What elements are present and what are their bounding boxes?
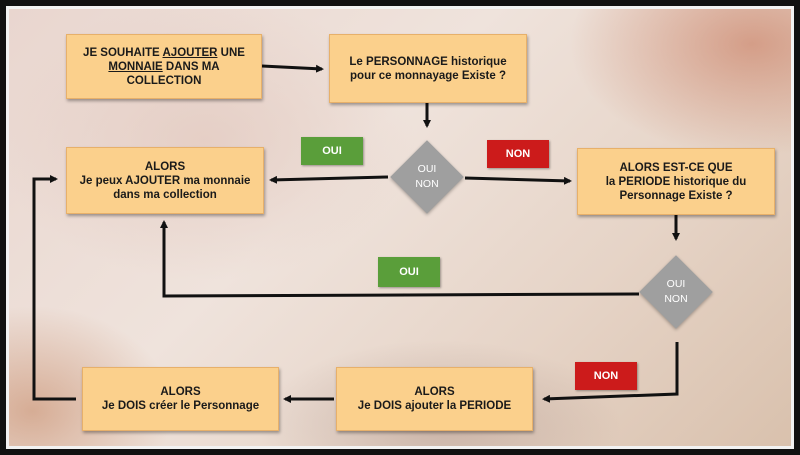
create-character-box: ALORS Je DOIS créer le Personnage bbox=[82, 367, 279, 431]
result-add-line1: ALORS bbox=[144, 160, 186, 173]
result-add-line3: dans ma collection bbox=[113, 188, 217, 201]
arrow-character-to-result bbox=[32, 175, 76, 401]
add-period-line1: ALORS bbox=[414, 386, 455, 398]
question-character-line2: pour ce monnayage Existe ? bbox=[350, 69, 506, 82]
start-box: JE SOUHAITE AJOUTER UNE MONNAIE DANS MA … bbox=[66, 34, 262, 99]
arrow-start-to-q1 bbox=[261, 64, 324, 73]
result-add-coin-box: ALORS Je peux AJOUTER ma monnaie dans ma… bbox=[66, 147, 264, 214]
tag-non-decision2: NON bbox=[575, 362, 637, 390]
decision-2-label: OUI NON bbox=[646, 272, 706, 312]
arrow-decision2-no bbox=[542, 342, 679, 403]
question-period-box: ALORS EST-CE QUE la PERIODE historique d… bbox=[577, 148, 775, 215]
question-character-box: Le PERSONNAGE historique pour ce monnaya… bbox=[329, 34, 527, 103]
question-period-line1: ALORS EST-CE QUE bbox=[619, 161, 733, 174]
question-period-line3: Personnage Existe ? bbox=[619, 189, 733, 202]
tag-oui-decision2: OUI bbox=[378, 257, 440, 287]
add-period-box: ALORS Je DOIS ajouter la PERIODE bbox=[336, 367, 533, 431]
start-box-line1: JE SOUHAITE AJOUTER UNE bbox=[83, 46, 245, 59]
create-character-line2: Je DOIS créer le Personnage bbox=[101, 400, 260, 412]
diagram-frame: JE SOUHAITE AJOUTER UNE MONNAIE DANS MA … bbox=[6, 6, 794, 449]
tag-oui-decision1: OUI bbox=[301, 137, 363, 165]
add-period-line2: Je DOIS ajouter la PERIODE bbox=[357, 400, 512, 412]
tag-non-decision1: NON bbox=[487, 140, 549, 168]
decision-1-no: NON bbox=[415, 178, 439, 190]
question-character-line1: Le PERSONNAGE historique bbox=[349, 55, 507, 68]
decision-1-label: OUI NON bbox=[397, 157, 457, 197]
arrow-decision2-yes bbox=[160, 220, 640, 298]
create-character-line1: ALORS bbox=[160, 386, 201, 398]
start-box-line3: COLLECTION bbox=[126, 74, 202, 87]
result-add-line2: Je peux AJOUTER ma monnaie bbox=[79, 174, 251, 187]
question-period-line2: la PERIODE historique du bbox=[605, 175, 747, 188]
decision-1-yes: OUI bbox=[417, 163, 437, 175]
arrow-layer bbox=[32, 64, 680, 403]
arrow-decision1-yes bbox=[269, 175, 389, 184]
arrow-decision1-no bbox=[464, 176, 572, 185]
start-box-line2: MONNAIE DANS MA bbox=[108, 60, 220, 73]
decision-2-no: NON bbox=[664, 293, 688, 305]
decision-2-yes: OUI bbox=[666, 278, 686, 290]
